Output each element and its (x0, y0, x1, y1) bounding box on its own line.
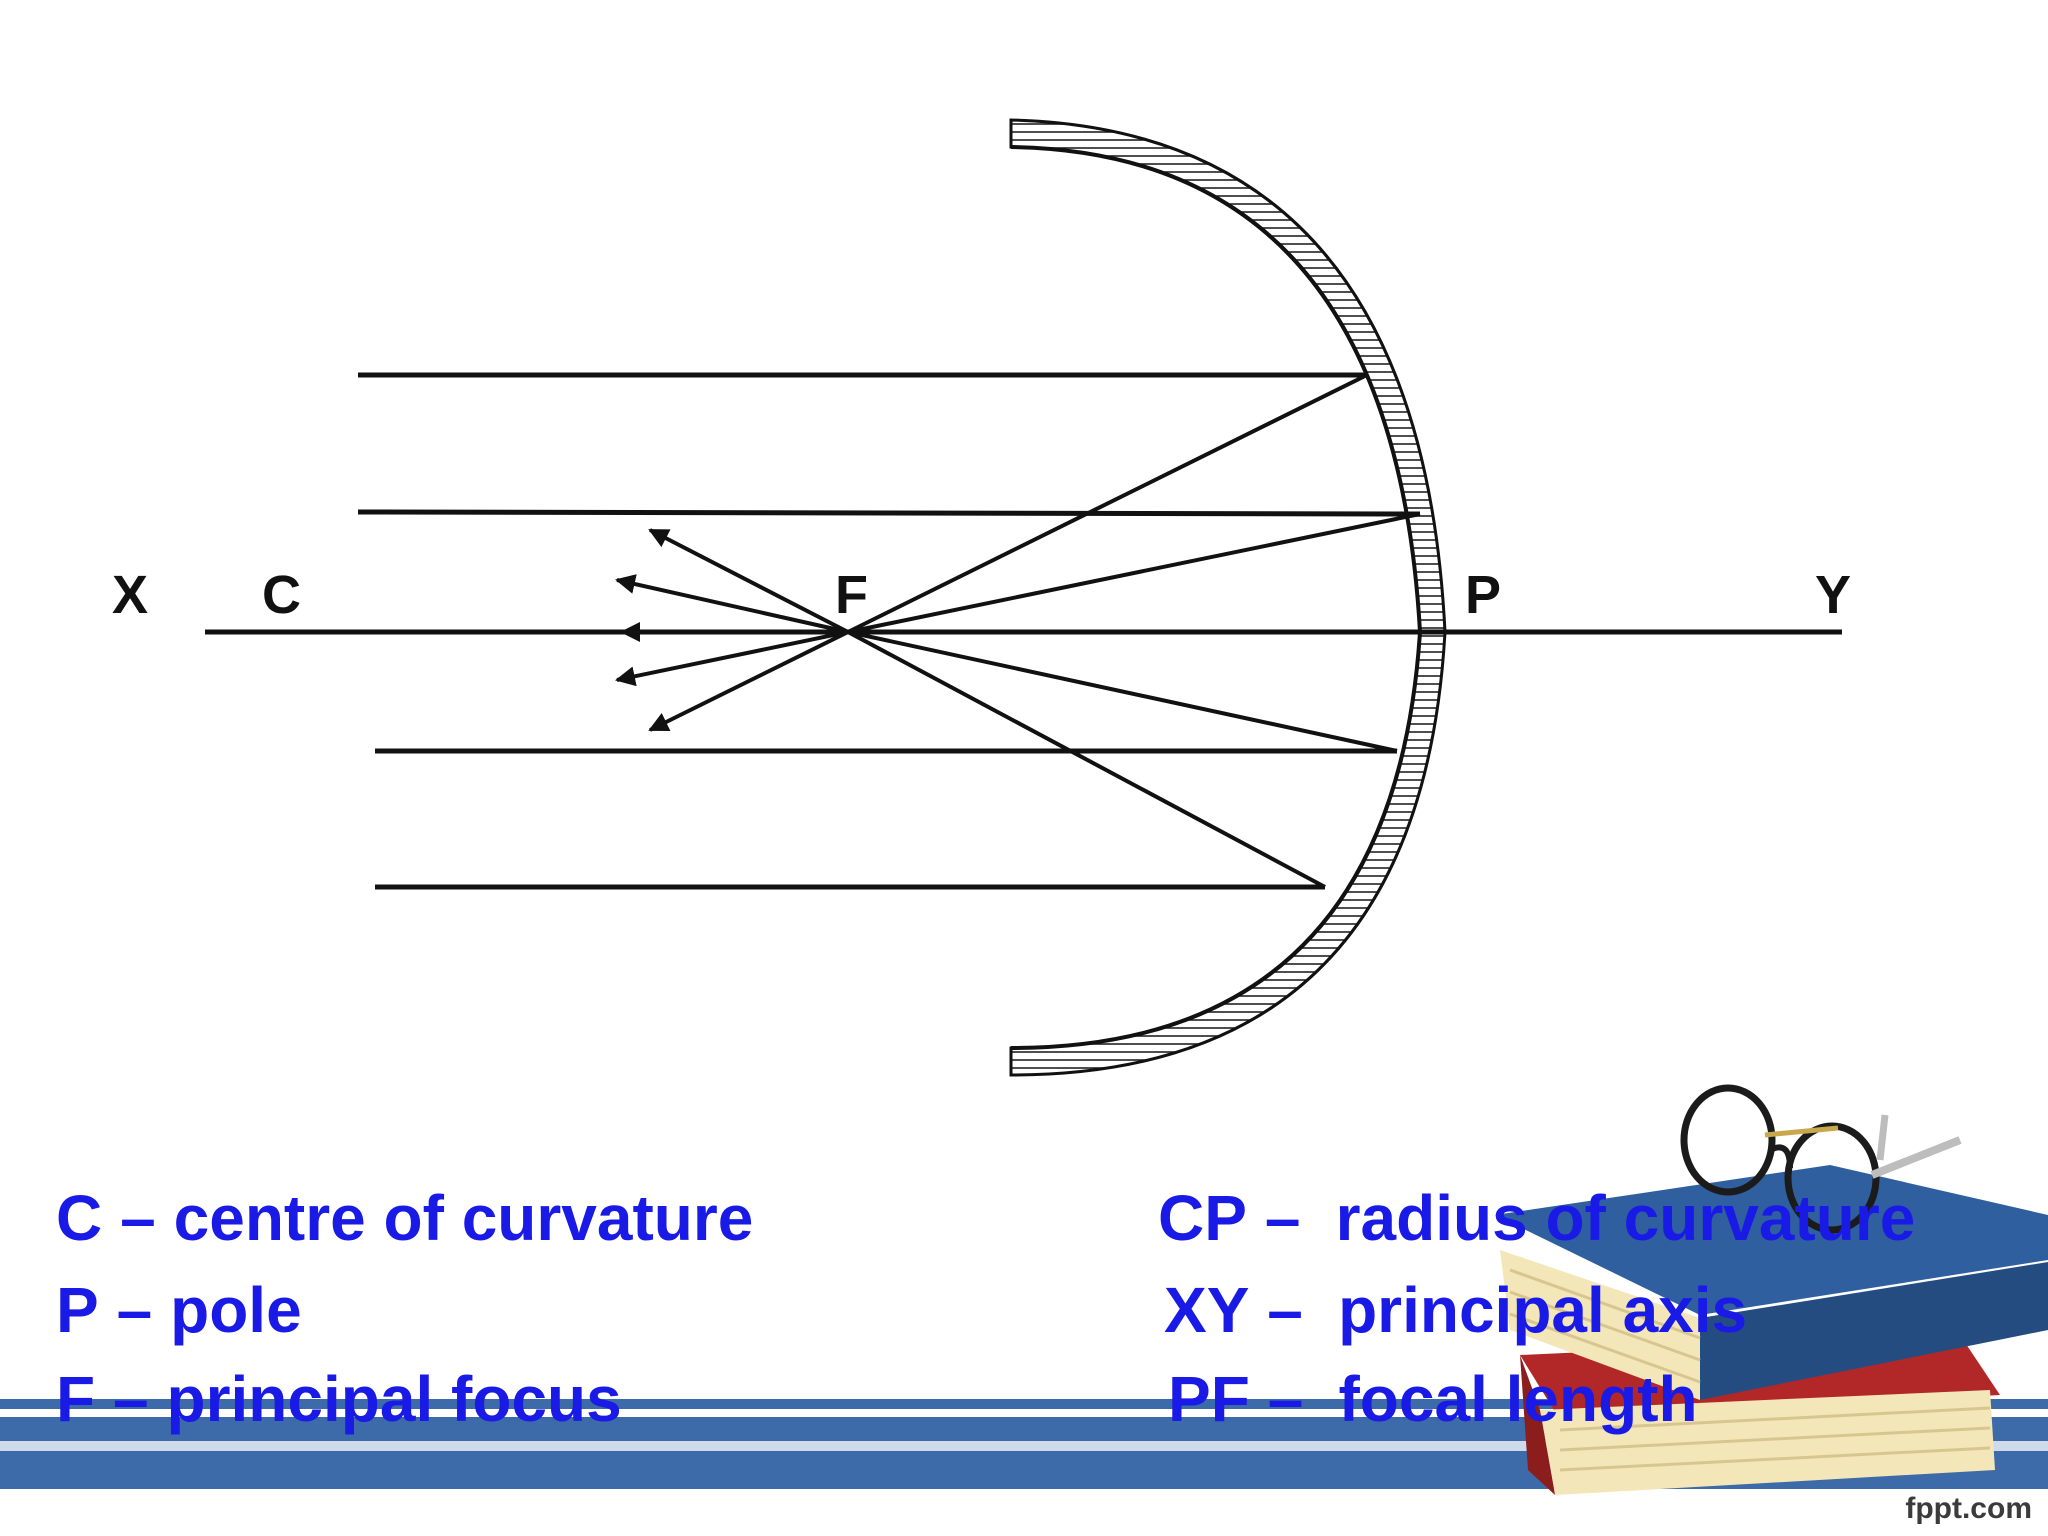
footer-brand: fppt.com (1905, 1492, 2032, 1525)
legend-meaning: centre of curvature (173, 1182, 754, 1254)
diverging-ray-5 (648, 630, 849, 732)
legend-symbol: XY (1164, 1274, 1250, 1346)
label-c: C (262, 565, 301, 625)
label-p: P (1465, 565, 1502, 625)
reflected-rays (847, 373, 1421, 889)
legend-symbol: P (56, 1274, 99, 1346)
label-y: Y (1815, 565, 1852, 625)
legend-centre-of-curvature: C–centre of curvature (56, 1186, 753, 1250)
legend-dash: – (113, 1363, 149, 1435)
legend-focal-length: PF–focal length (1168, 1367, 1698, 1431)
reflected-ray-2 (847, 512, 1421, 634)
diverging-ray-1 (648, 528, 849, 634)
diverging-ray-2 (615, 574, 849, 634)
legend-meaning: radius of curvature (1335, 1182, 1916, 1254)
incident-rays (357, 372, 1421, 890)
legend-dash: – (1267, 1274, 1303, 1346)
reflected-ray-4 (847, 630, 1326, 889)
legend-principal-focus: F–principal focus (56, 1367, 622, 1431)
legend-dash: – (116, 1274, 153, 1346)
legend-dash: – (120, 1182, 156, 1254)
legend-meaning: pole (170, 1274, 302, 1346)
label-f: F (835, 565, 868, 625)
legend-symbol: C (56, 1182, 103, 1254)
legend-symbol: F (56, 1363, 96, 1435)
legend-dash: – (1267, 1363, 1304, 1435)
reflected-ray-1 (847, 373, 1368, 634)
legend-pole: P–pole (56, 1278, 302, 1342)
label-x: X (112, 565, 149, 625)
legend-radius-of-curvature: CP–radius of curvature (1158, 1186, 1915, 1250)
legend-meaning: focal length (1338, 1363, 1698, 1435)
legend-meaning: principal focus (166, 1363, 622, 1435)
legend-meaning: principal axis (1338, 1274, 1748, 1346)
reflected-ray-3 (847, 630, 1398, 753)
incident-ray-2 (357, 509, 1421, 517)
legend-principal-axis: XY–principal axis (1164, 1278, 1747, 1342)
legend-symbol: PF (1168, 1363, 1250, 1435)
legend-symbol: CP (1158, 1182, 1247, 1254)
mirror-backing (1009, 118, 1447, 1077)
books-glasses-illustration (1495, 1084, 2048, 1495)
legend-dash: – (1264, 1182, 1301, 1254)
diverging-ray-4 (615, 630, 849, 687)
diverging-rays (615, 528, 849, 732)
